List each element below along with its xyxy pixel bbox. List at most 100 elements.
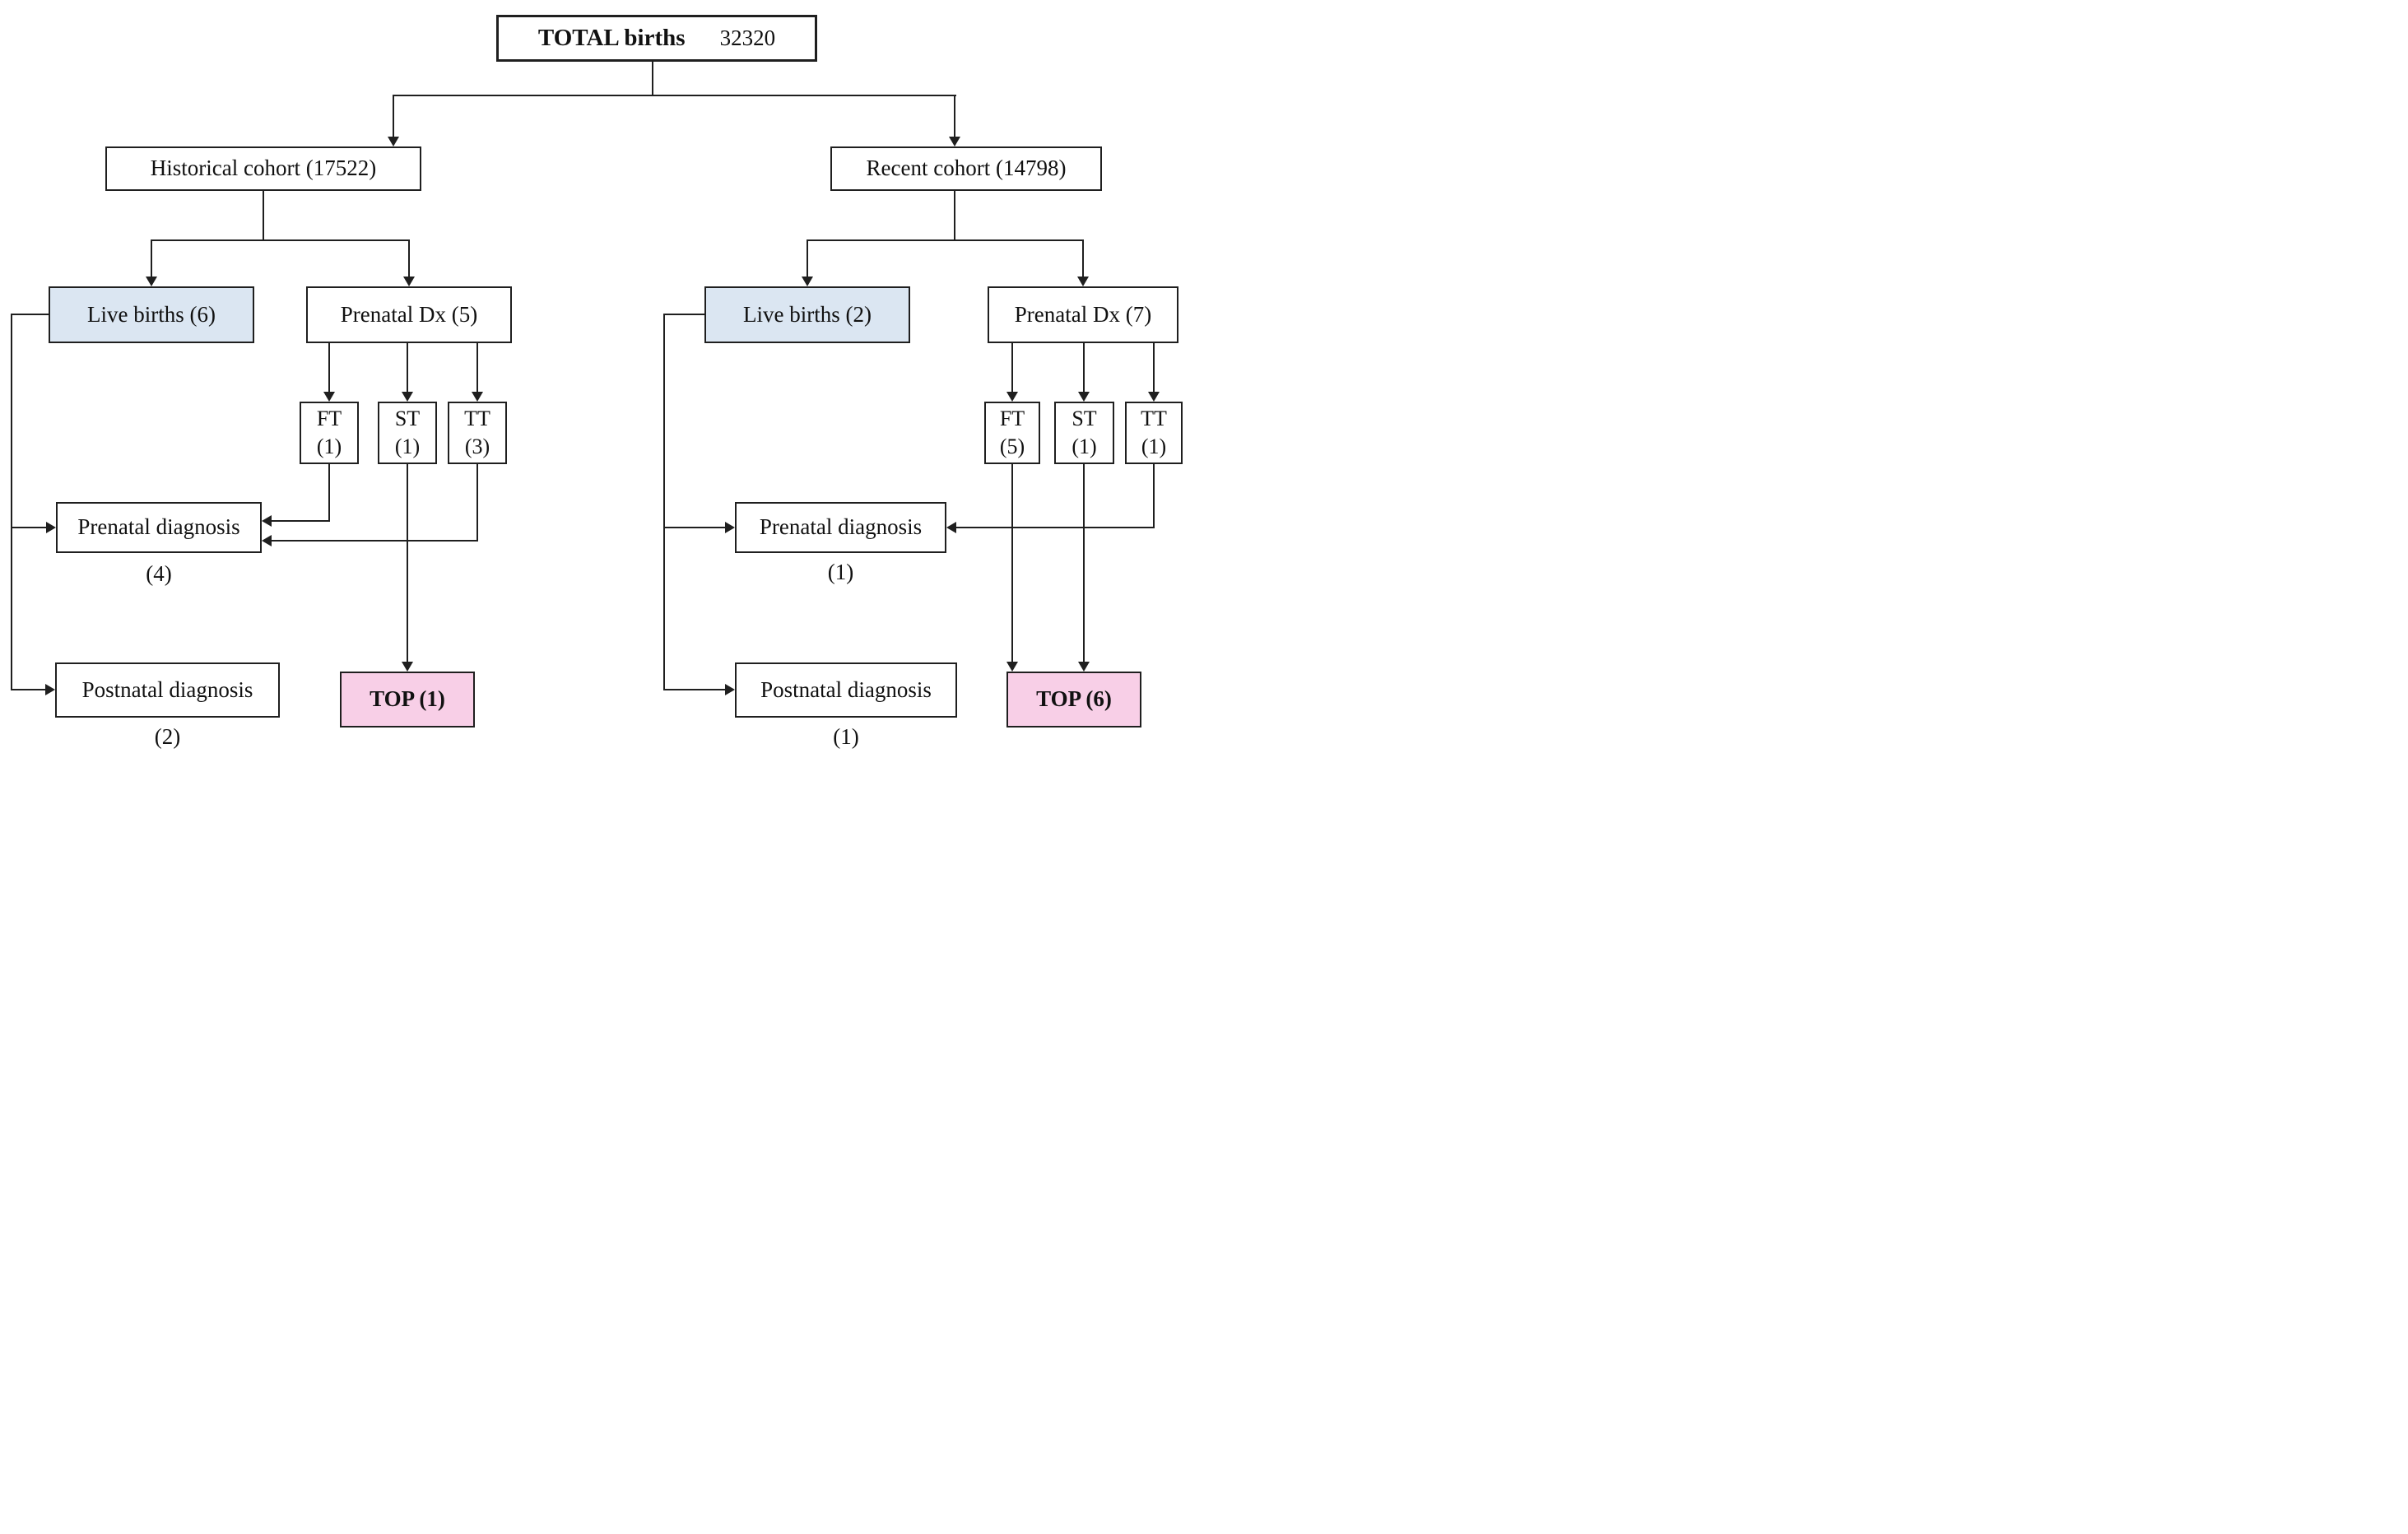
edge-total-split-rail (393, 95, 956, 96)
prenatal-dx-recent-label: Prenatal Dx (7) (1014, 301, 1152, 327)
postnatal-diagnosis-historical-label: Postnatal diagnosis (81, 676, 253, 702)
edge-fthist-down (328, 464, 330, 522)
arrowhead-ttrec-to-prenataldiag (946, 522, 956, 533)
postnatal-diagnosis-recent-box: Postnatal diagnosis (735, 662, 957, 718)
arrowhead-rail-to-prenataldiag-rec (725, 522, 735, 533)
tt-recent-box: TT (1) (1125, 402, 1183, 464)
edge-total-to-recent-line (954, 95, 955, 137)
rail-hist-exit (11, 314, 49, 315)
arrowhead-tt-rec (1148, 392, 1160, 402)
postnatal-diagnosis-recent-label: Postnatal diagnosis (760, 676, 932, 702)
top-recent-box: TOP (6) (1006, 672, 1141, 727)
arrowhead-to-livebirths-hist (146, 277, 157, 286)
rail-hist-vertical (11, 314, 12, 690)
rail-rec-exit (663, 314, 704, 315)
arrowhead-to-prenataldx-rec (1077, 277, 1089, 286)
arrowhead-st-rec (1078, 392, 1090, 402)
postnatal-diagnosis-recent-count: (1) (833, 724, 859, 749)
prenatal-diagnosis-recent-label: Prenatal diagnosis (759, 514, 923, 540)
st-historical-count: (1) (394, 435, 421, 458)
arrowhead-to-historical (388, 137, 399, 146)
tt-historical-box: TT (3) (448, 402, 507, 464)
historical-cohort-label: Historical cohort (17522) (150, 156, 377, 181)
edge-historical-stem (263, 191, 264, 239)
arrowhead-rail-to-prenataldiag-hist (46, 522, 56, 533)
edge-total-to-historical-line (393, 95, 394, 137)
rail-hist-branch-postnatal (11, 689, 45, 690)
edge-pdxhist-tt-line (476, 343, 478, 393)
total-births-value: 32320 (719, 25, 776, 50)
live-births-historical-label: Live births (6) (87, 301, 216, 327)
arrowhead-to-top-hist (402, 662, 413, 672)
st-historical-box: ST (1) (378, 402, 437, 464)
arrowhead-strec-to-top (1078, 662, 1090, 672)
top-historical-label: TOP (1) (370, 686, 445, 712)
live-births-historical-box: Live births (6) (49, 286, 254, 343)
edge-ttrec-down (1153, 464, 1155, 528)
edge-historical-to-prenataldx-line (408, 239, 410, 278)
edge-historical-to-livebirths-line (151, 239, 152, 278)
edge-pdxhist-st-line (407, 343, 408, 393)
edge-recent-to-livebirths-line (807, 239, 808, 278)
arrowhead-rail-to-postnataldiag-hist (45, 684, 55, 695)
prenatal-diagnosis-recent-box: Prenatal diagnosis (735, 502, 946, 553)
arrowhead-tthist-to-prenataldiag (262, 535, 272, 546)
prenatal-dx-historical-box: Prenatal Dx (5) (306, 286, 512, 343)
edge-historical-split-rail (151, 239, 410, 241)
ft-recent-abbrev: FT (999, 407, 1025, 431)
live-births-recent-label: Live births (2) (743, 301, 872, 327)
edge-ttrec-across (956, 527, 1155, 528)
ft-recent-box: FT (5) (984, 402, 1040, 464)
arrowhead-to-recent (949, 137, 960, 146)
birth-cohort-flowchart: TOTAL births 32320 Historical cohort (17… (0, 0, 1204, 767)
st-recent-count: (1) (1072, 435, 1097, 458)
tt-historical-count: (3) (464, 435, 490, 458)
tt-historical-abbrev: TT (464, 407, 490, 431)
st-historical-abbrev: ST (394, 407, 421, 431)
edge-recent-split-rail (807, 239, 1084, 241)
edge-pdxhist-ft-line (328, 343, 330, 393)
edge-recent-to-prenataldx-line (1082, 239, 1084, 278)
arrowhead-st-hist (402, 392, 413, 402)
arrowhead-ftrec-to-top (1006, 662, 1018, 672)
arrowhead-to-livebirths-rec (802, 277, 813, 286)
recent-cohort-box: Recent cohort (14798) (830, 146, 1102, 191)
edge-pdxrec-ft-line (1011, 343, 1013, 393)
recent-cohort-label: Recent cohort (14798) (866, 156, 1067, 181)
ft-historical-box: FT (1) (300, 402, 359, 464)
arrowhead-tt-hist (472, 392, 483, 402)
edge-ftrec-to-top (1011, 464, 1013, 662)
ft-historical-count: (1) (316, 435, 342, 458)
historical-cohort-box: Historical cohort (17522) (105, 146, 421, 191)
arrowhead-to-prenataldx-hist (403, 277, 415, 286)
tt-recent-count: (1) (1141, 435, 1167, 458)
arrowhead-ft-hist (323, 392, 335, 402)
arrowhead-rail-to-postnataldiag-rec (725, 684, 735, 695)
top-recent-label: TOP (6) (1036, 686, 1112, 712)
edge-tthist-down (476, 464, 478, 542)
rail-hist-branch-prenatal (11, 527, 46, 528)
arrowhead-ft-rec (1006, 392, 1018, 402)
edge-strec-to-top (1083, 464, 1085, 662)
rail-rec-branch-postnatal (663, 689, 725, 690)
prenatal-dx-historical-label: Prenatal Dx (5) (340, 301, 478, 327)
edge-pdxrec-tt-line (1153, 343, 1155, 393)
st-recent-abbrev: ST (1072, 407, 1097, 431)
prenatal-diagnosis-historical-box: Prenatal diagnosis (56, 502, 262, 553)
prenatal-diagnosis-historical-label: Prenatal diagnosis (77, 514, 240, 540)
prenatal-diagnosis-recent-count: (1) (827, 560, 854, 584)
ft-historical-abbrev: FT (316, 407, 342, 431)
tt-recent-abbrev: TT (1141, 407, 1167, 431)
top-historical-box: TOP (1) (340, 672, 475, 727)
arrowhead-fthist-to-prenataldiag (262, 515, 272, 527)
edge-pdxrec-st-line (1083, 343, 1085, 393)
rail-rec-branch-prenatal (663, 527, 725, 528)
postnatal-diagnosis-historical-box: Postnatal diagnosis (55, 662, 280, 718)
ft-recent-count: (5) (999, 435, 1025, 458)
rail-rec-vertical (663, 314, 665, 690)
postnatal-diagnosis-historical-count: (2) (154, 724, 181, 749)
edge-total-stem (652, 62, 653, 95)
live-births-recent-box: Live births (2) (704, 286, 910, 343)
total-births-label: TOTAL births (537, 24, 686, 51)
edge-sthist-to-top (407, 464, 408, 662)
